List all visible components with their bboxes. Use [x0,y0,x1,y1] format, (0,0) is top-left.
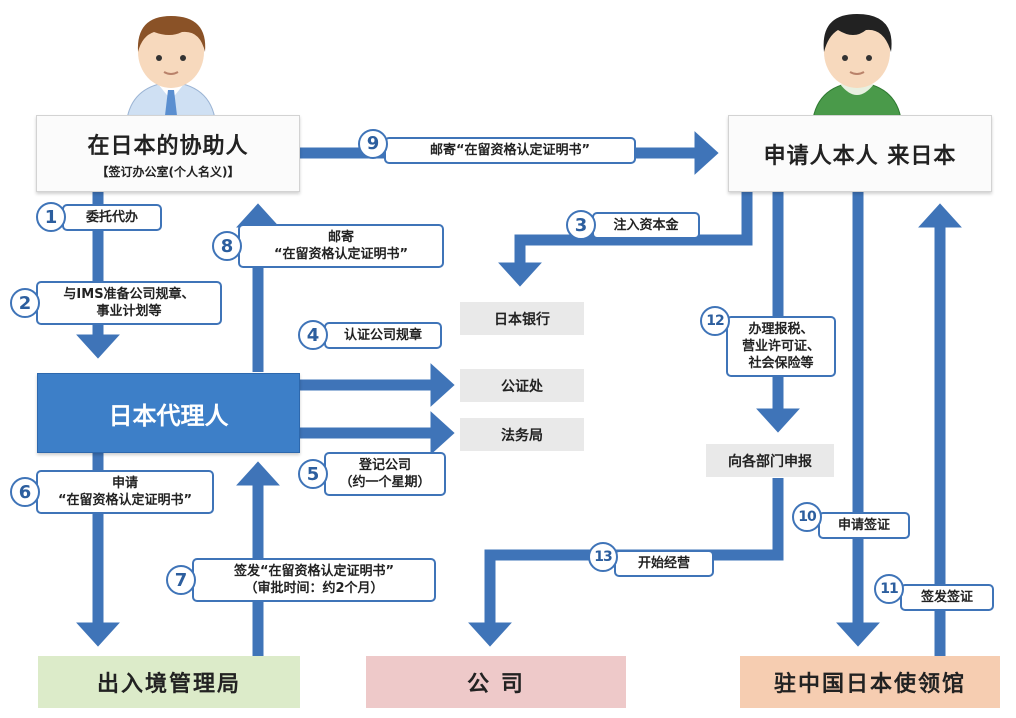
embassy-box: 驻中国日本使领馆 [740,656,1000,708]
notary-box: 公证处 [460,369,584,402]
step-number: 9 [358,128,388,159]
step-number: 8 [212,231,242,261]
step-label: 申请 “在留资格认定证明书” [36,470,214,514]
step-label: 办理报税、 营业许可证、 社会保险等 [726,316,836,377]
step-5: 5 登记公司 （约一个星期） [298,452,446,496]
assistant-title: 在日本的协助人 [87,133,249,159]
immigration-box: 出入境管理局 [38,656,300,708]
assistant-person-icon [125,16,217,128]
legal-bureau-box: 法务局 [460,418,584,451]
step-number: 7 [166,565,196,595]
step-label: 签发签证 [900,584,994,611]
step-2: 2 与IMS准备公司规章、 事业计划等 [10,281,222,325]
step-label: 与IMS准备公司规章、 事业计划等 [36,281,222,325]
step-label: 认证公司规章 [324,321,442,349]
step-label: 申请签证 [818,512,910,539]
company-box: 公 司 [366,656,626,708]
step-4: 4 认证公司规章 [298,320,442,350]
step-label: 登记公司 （约一个星期） [324,452,446,496]
assistant-subtitle: 【签订办公室(个人名义)】 [96,164,240,179]
step-number: 5 [298,459,328,489]
step-9: 9 邮寄“在留资格认定证明书” [358,123,636,164]
step-number: 4 [298,320,328,350]
notary-label: 公证处 [501,378,543,395]
embassy-label: 驻中国日本使领馆 [773,672,966,697]
step-11: 11 签发签证 [874,566,994,611]
step-1: 1 委托代办 [36,202,162,232]
agent-box: 日本代理人 [37,373,300,453]
legal-bureau-label: 法务局 [501,427,543,444]
step-number: 13 [588,541,618,572]
step-12: 12 办理报税、 营业许可证、 社会保险等 [700,306,836,377]
step-13: 13 开始经营 [588,536,714,577]
applicant-person-icon [811,14,903,128]
step-8: 8 邮寄 “在留资格认定证明书” [212,224,444,268]
applicant-title: 申请人本人 来日本 [763,143,957,169]
step-number: 6 [10,477,40,507]
step-number: 2 [10,288,40,318]
step-7: 7 签发“在留资格认定证明书” （审批时间：约2个月） [166,558,436,602]
step-10: 10 申请签证 [792,494,910,539]
assistant-box: 在日本的协助人 【签订办公室(个人名义)】 [36,115,300,192]
step-number: 1 [36,202,66,232]
bank-box: 日本银行 [460,302,584,335]
immigration-label: 出入境管理局 [96,672,241,697]
step-number: 12 [700,306,730,336]
step-number: 11 [874,573,904,604]
step-label: 开始经营 [614,550,714,577]
bank-label: 日本银行 [494,311,550,328]
step-number: 10 [792,501,822,532]
agent-title: 日本代理人 [108,401,229,430]
step-6: 6 申请 “在留资格认定证明书” [10,470,214,514]
step-label: 签发“在留资格认定证明书” （审批时间：约2个月） [192,558,436,602]
step-label: 邮寄 “在留资格认定证明书” [238,224,444,268]
arrow-applicant-to-bank [498,190,753,287]
step-label: 注入资本金 [592,211,700,239]
company-label: 公 司 [467,672,525,697]
step-number: 3 [566,210,596,240]
departments-label: 向各部门申报 [728,453,812,470]
step-label: 委托代办 [62,203,162,231]
step-3: 3 注入资本金 [566,210,700,240]
applicant-box: 申请人本人 来日本 [728,115,992,192]
step-label: 邮寄“在留资格认定证明书” [384,137,636,164]
departments-box: 向各部门申报 [706,444,834,477]
